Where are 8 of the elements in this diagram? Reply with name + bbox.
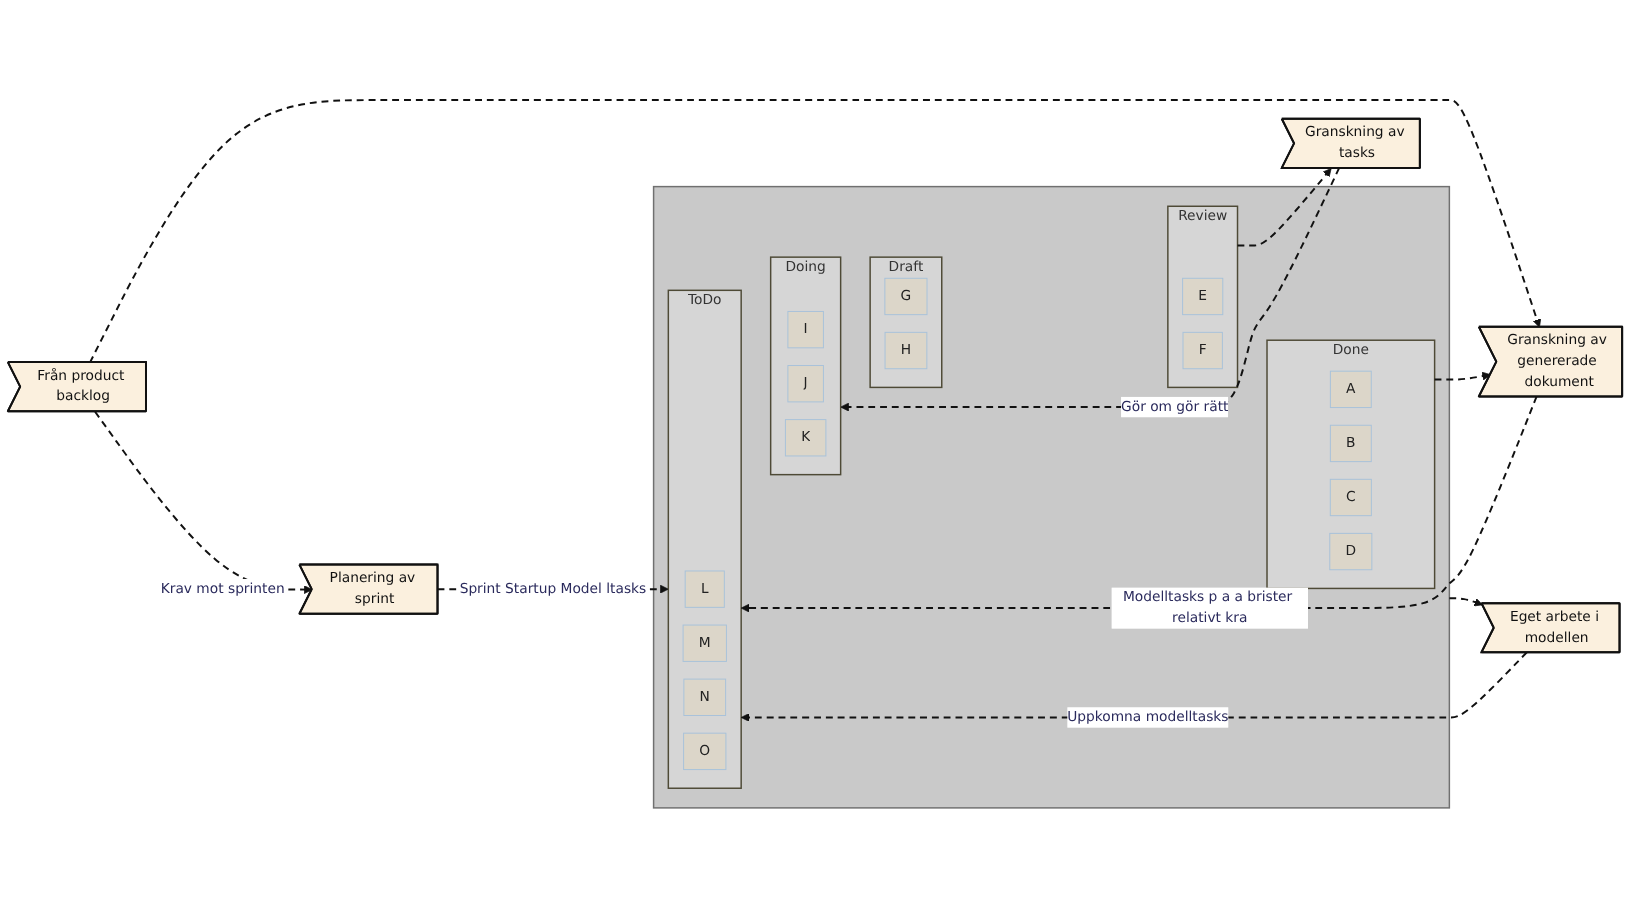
arrow <box>840 166 1341 412</box>
arrow <box>740 395 1538 613</box>
arrow <box>1433 371 1491 381</box>
arrow <box>94 410 313 594</box>
arrow <box>1448 597 1483 607</box>
arrow <box>1236 168 1332 247</box>
cluster <box>652 185 1451 809</box>
arrow <box>88 99 1542 364</box>
